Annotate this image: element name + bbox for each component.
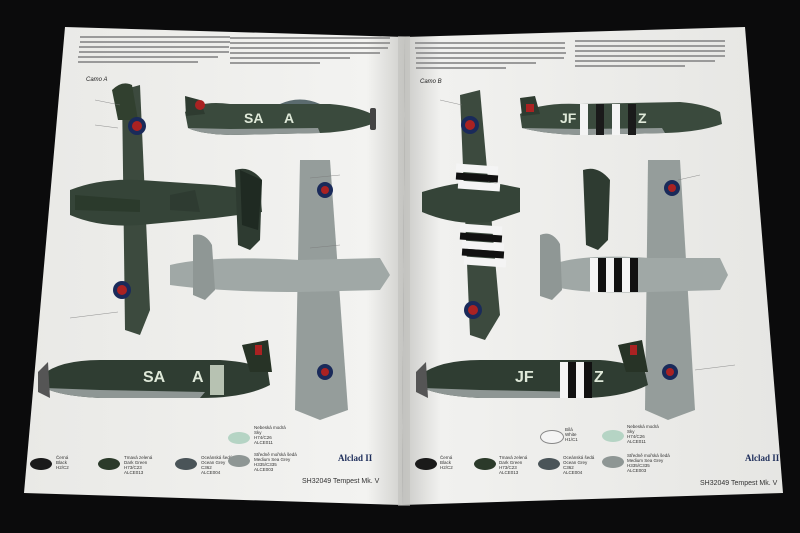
color-code: H73/C23 xyxy=(124,465,142,470)
legend-black-left: Černá Black H2/C2 xyxy=(56,455,69,470)
color-name-cz: Černá xyxy=(56,455,69,460)
color-name-en: Ocean Grey xyxy=(201,460,226,465)
color-code: H2/C2 xyxy=(56,465,69,470)
swatch-white-right xyxy=(540,430,564,444)
color-code: H73/C23 xyxy=(499,465,517,470)
left-side-profile-top xyxy=(185,96,376,135)
right-side-profile-top xyxy=(520,96,722,135)
swatch-black-right xyxy=(415,458,437,470)
legend-ocean-grey-right: Oceánská šedá Ocean Grey C362 ALCE004 xyxy=(563,455,594,475)
right-code-side-bottom: JF xyxy=(515,369,534,386)
left-footer-code: SH32049 Tempest Mk. V xyxy=(302,478,380,485)
color-name-en: Medium Sea Grey xyxy=(254,457,291,462)
left-top-view xyxy=(70,83,262,335)
color-name-cz: Tmavá zelená xyxy=(499,455,528,460)
color-name-cz: Nebeská modrá xyxy=(627,424,659,429)
color-name-cz: Středně mořská šedá xyxy=(627,453,670,458)
legend-ocean-grey-left: Oceánská šedá Ocean Grey C362 ALCE004 xyxy=(201,455,232,475)
color-code-alclad: ALCE003 xyxy=(254,467,274,472)
color-name-en: Ocean Grey xyxy=(563,460,588,465)
legend-dark-green-left: Tmavá zelená Dark Green H73/C23 ALCE013 xyxy=(124,455,152,475)
right-side-profile-bottom xyxy=(416,340,648,398)
right-code-side-top-letter: Z xyxy=(638,110,647,126)
color-name-en: Dark Green xyxy=(499,460,523,465)
color-name-cz: Tmavá zelená xyxy=(124,455,153,460)
right-scheme-label: Camo B xyxy=(420,79,442,85)
swatch-medium-sea-grey-right xyxy=(602,456,624,468)
swatch-ocean-grey-right xyxy=(538,458,560,470)
left-code-side-bottom: SA xyxy=(143,369,166,386)
legend-sky-right: Nebeská modrá Sky H74/C26 ALCE011 xyxy=(627,424,659,444)
color-code: H74/C26 xyxy=(627,434,645,439)
color-code: H2/C2 xyxy=(440,465,453,470)
legend-white-right: Bílá White H1/C1 xyxy=(565,427,578,442)
color-name-en: Black xyxy=(440,460,452,465)
color-code: H335/C335 xyxy=(254,462,277,467)
color-code-alclad: ALCE013 xyxy=(499,470,519,475)
swatch-medium-sea-grey-left xyxy=(228,455,250,467)
color-code-alclad: ALCE004 xyxy=(201,470,221,475)
color-name-en: White xyxy=(565,432,577,437)
color-code: H74/C26 xyxy=(254,435,272,440)
left-header-text xyxy=(78,36,390,64)
color-name-en: Sky xyxy=(627,429,635,434)
swatch-dark-green-right xyxy=(474,458,496,470)
color-name-cz: Středně mořská šedá xyxy=(254,452,297,457)
color-name-en: Dark Green xyxy=(124,460,148,465)
color-code-alclad: ALCE011 xyxy=(254,440,273,445)
color-code-alclad: ALCE003 xyxy=(627,468,647,473)
color-name-cz: Černá xyxy=(440,455,453,460)
swatch-sky-left xyxy=(228,432,250,444)
left-brand-logo: Alclad II xyxy=(338,453,373,463)
color-code: H335/C335 xyxy=(627,463,650,468)
left-code-side-top-letter: A xyxy=(284,110,295,126)
legend-dark-green-right: Tmavá zelená Dark Green H73/C23 ALCE013 xyxy=(499,455,527,475)
right-bottom-view xyxy=(540,160,728,420)
left-code-side-top: SA xyxy=(244,110,264,126)
color-code-alclad: ALCE004 xyxy=(563,470,583,475)
color-name-cz: Oceánská šedá xyxy=(201,455,233,460)
color-name-cz: Nebeská modrá xyxy=(254,425,286,430)
color-code-alclad: ALCE013 xyxy=(124,470,144,475)
color-code-alclad: ALCE011 xyxy=(627,439,646,444)
color-name-cz: Oceánská šedá xyxy=(563,455,595,460)
swatch-dark-green-left xyxy=(98,458,120,470)
right-code-side-top: JF xyxy=(560,110,577,126)
swatch-ocean-grey-left xyxy=(175,458,197,470)
left-bottom-view xyxy=(170,160,390,420)
right-header-text xyxy=(415,40,725,69)
color-name-en: Sky xyxy=(254,430,262,435)
right-brand-logo: Alclad II xyxy=(745,453,780,463)
color-code: C362 xyxy=(201,465,212,470)
right-top-view xyxy=(422,90,520,340)
swatch-black-left xyxy=(30,458,52,470)
legend-medium-sea-grey-left: Středně mořská šedá Medium Sea Grey H335… xyxy=(254,452,297,472)
color-code: C362 xyxy=(563,465,574,470)
legend-medium-sea-grey-right: Středně mořská šedá Medium Sea Grey H335… xyxy=(627,453,670,473)
color-code: H1/C1 xyxy=(565,437,578,442)
right-code-side-bottom-letter: Z xyxy=(594,369,604,386)
leader-lines xyxy=(69,99,736,371)
left-code-side-bottom-letter: A xyxy=(192,369,204,386)
left-scheme-label: Camo A xyxy=(86,77,108,83)
right-footer-code: SH32049 Tempest Mk. V xyxy=(700,480,778,487)
left-side-profile-bottom xyxy=(38,340,272,398)
swatch-sky-right xyxy=(602,430,624,442)
legend-black-right: Černá Black H2/C2 xyxy=(440,455,453,470)
color-name-en: Medium Sea Grey xyxy=(627,458,664,463)
color-name-cz: Bílá xyxy=(565,427,573,432)
legend-sky-left: Nebeská modrá Sky H74/C26 ALCE011 xyxy=(254,425,286,445)
color-name-en: Black xyxy=(56,460,68,465)
